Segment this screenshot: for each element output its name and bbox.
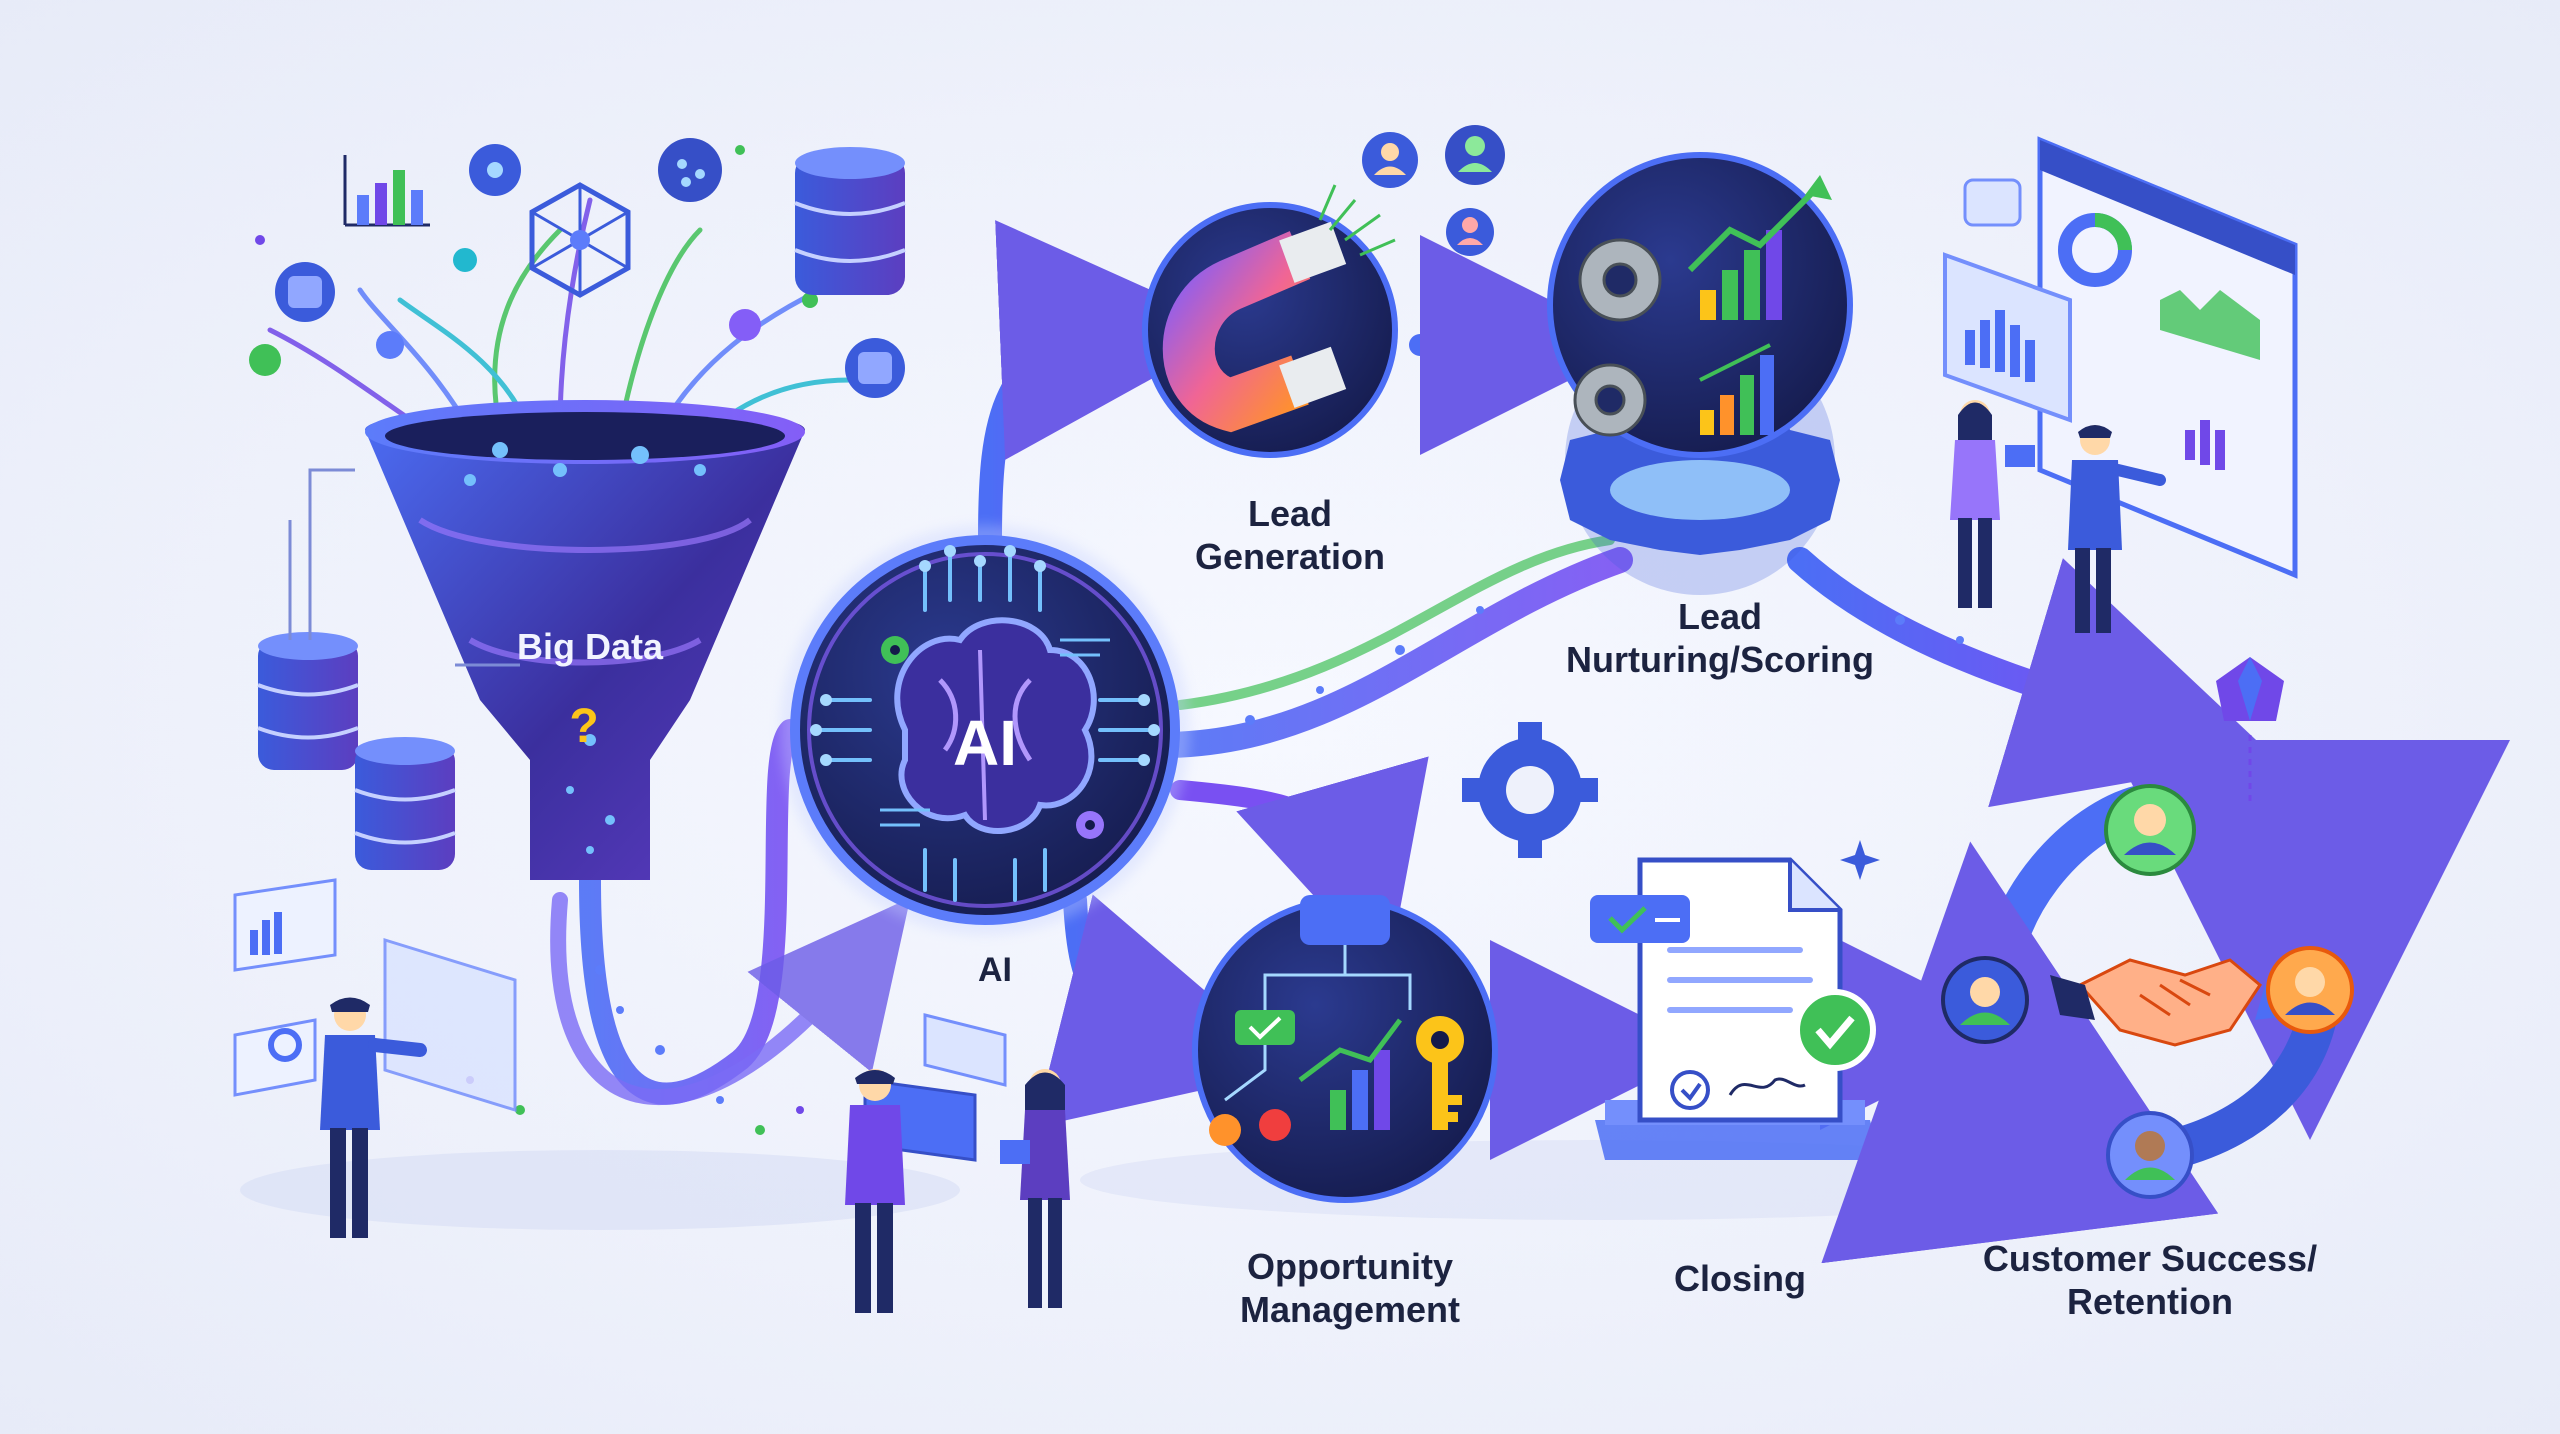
person-figure xyxy=(1950,400,2035,608)
dashboard-panel xyxy=(233,878,517,1113)
database-icon xyxy=(354,737,456,870)
flowchart-icon xyxy=(1300,895,1390,945)
customer-success-node xyxy=(1821,739,2510,1264)
person-figure xyxy=(1000,1069,1070,1308)
ai-core xyxy=(780,525,1190,935)
network-icon xyxy=(529,182,631,298)
attraction-lines xyxy=(1318,184,1396,257)
dashboard-panel xyxy=(1943,252,2072,423)
sparkle-icon xyxy=(1840,840,1880,880)
lead-generation-label-line: Lead xyxy=(1247,493,1333,534)
closing-node xyxy=(1590,840,1880,1160)
database-icon xyxy=(275,262,905,398)
big-data-label: Big Data xyxy=(516,626,664,667)
closing-label: Closing xyxy=(1674,1258,1806,1299)
person-figure xyxy=(845,1069,905,1313)
handshake-icon xyxy=(2050,958,2300,1047)
network-icon xyxy=(469,144,521,196)
lead-nurturing-label: Lead Nurturing/Scoring xyxy=(1540,595,1900,681)
user-icon xyxy=(2106,1111,2194,1199)
user-icon xyxy=(1446,208,1494,256)
customer-success-label: Customer Success/ Retention xyxy=(1940,1237,2360,1323)
database-icon xyxy=(257,632,359,770)
lead-nurturing-label-line: Lead xyxy=(1677,596,1763,637)
bar-chart-icon xyxy=(343,155,430,227)
user-icon xyxy=(2104,784,2196,876)
chat-bubble-icon xyxy=(1963,178,2022,227)
flowchart-icon xyxy=(1224,945,1412,1102)
circuit-lines xyxy=(818,553,1152,902)
lead-nurturing-node xyxy=(1547,152,1853,595)
network-icon xyxy=(658,138,722,202)
code-lines xyxy=(880,638,1110,827)
key-icon xyxy=(1416,1016,1464,1130)
user-icon xyxy=(1941,956,2029,1044)
brain-icon xyxy=(894,617,1097,834)
person-figure xyxy=(320,997,427,1238)
opportunity-management-node xyxy=(1192,895,1498,1203)
gear-icon xyxy=(1076,811,1104,839)
funnel-icon: ? xyxy=(249,145,853,880)
gear-icon xyxy=(881,636,909,664)
lead-generation-node xyxy=(1142,184,1398,458)
customer-success-label-line: Retention xyxy=(2067,1281,2233,1323)
ai-label: AI xyxy=(978,951,1012,989)
ai-core-label: AI xyxy=(953,707,1017,779)
magnet-icon xyxy=(1162,221,1347,433)
opportunity-management-label: Opportunity Management xyxy=(1190,1245,1510,1331)
gear-icon xyxy=(1462,722,1598,858)
lead-nurturing-label-line: Nurturing/Scoring xyxy=(1566,639,1874,681)
lead-generation-label: Lead Generation xyxy=(1150,492,1430,578)
opportunity-management-label-line: Management xyxy=(1239,1289,1461,1331)
user-icon xyxy=(1362,132,1418,188)
particle-dots xyxy=(466,606,1964,1135)
customer-success-label-line: Customer Success/ xyxy=(1982,1238,2318,1279)
user-icon xyxy=(2266,946,2354,1034)
gem-icon xyxy=(2216,657,2284,805)
checkmark-icon xyxy=(1794,989,1876,1071)
lead-generation-label-line: Generation xyxy=(1194,536,1386,578)
connector-lines xyxy=(288,468,520,667)
gear-icon xyxy=(1573,238,1662,437)
floor-shadow xyxy=(240,1150,960,1230)
database-icon xyxy=(794,147,906,295)
opportunity-management-label-line: Opportunity xyxy=(1247,1246,1453,1287)
person-figure xyxy=(2068,425,2166,633)
user-icon xyxy=(1445,125,1505,185)
bar-chart-icon xyxy=(1687,175,1832,435)
bar-chart-icon xyxy=(1298,1018,1402,1130)
svg-text:?: ? xyxy=(569,700,598,753)
